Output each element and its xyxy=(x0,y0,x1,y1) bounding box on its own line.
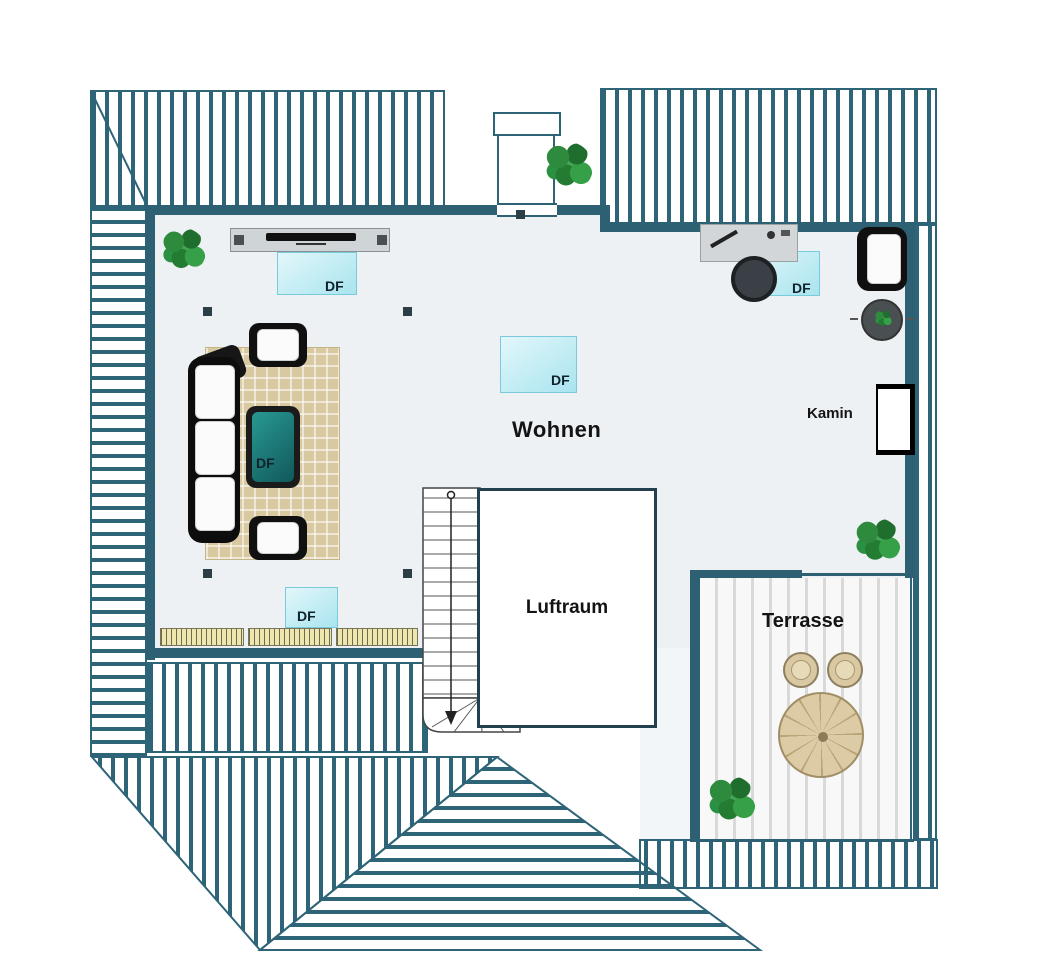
room-label-terrasse: Terrasse xyxy=(762,610,844,632)
terrace-area: Terrasse xyxy=(700,578,912,840)
office-chair xyxy=(731,256,777,302)
roof-plane-bottom xyxy=(257,755,764,951)
armchair-right xyxy=(857,227,907,291)
wall-top-left xyxy=(145,205,497,215)
skylight-label: DF xyxy=(792,280,811,296)
fireplace-label: Kamin xyxy=(807,405,853,422)
post xyxy=(203,569,212,578)
sofa xyxy=(188,357,240,543)
plant-terrace xyxy=(706,776,756,826)
tv-stand xyxy=(296,243,326,245)
roof-area-top-right xyxy=(600,88,937,224)
side-table-round xyxy=(861,299,903,341)
speaker-left xyxy=(234,235,244,245)
skylight-label: DF xyxy=(297,608,316,624)
side-table-tick-right xyxy=(906,318,914,320)
roof-area-top-left xyxy=(90,90,445,207)
post xyxy=(403,569,412,578)
wall-terrace-top xyxy=(690,570,802,580)
desk-gadget-round xyxy=(767,231,775,239)
tv-screen xyxy=(266,233,356,241)
armchair-top xyxy=(249,323,307,367)
side-table-tick-left xyxy=(850,318,858,320)
wall-terrace-left xyxy=(690,570,700,842)
armchair-seat xyxy=(257,522,299,554)
roof-area-bottom-band xyxy=(147,662,428,753)
terrace-parasol-table xyxy=(778,692,864,778)
radiator xyxy=(160,628,244,646)
desk-keyboard xyxy=(710,229,738,249)
radiator xyxy=(336,628,418,646)
skylight-top-left xyxy=(277,252,357,295)
room-label-wohnen: Wohnen xyxy=(512,417,602,442)
sofa-cushion xyxy=(195,421,235,475)
void-luftraum: Luftraum xyxy=(477,488,657,728)
wall-bottom xyxy=(145,648,428,658)
window-top xyxy=(497,203,557,217)
plant-top-dormer xyxy=(543,142,593,192)
roof-band-under-terrace xyxy=(639,839,938,889)
parasol-center xyxy=(818,732,828,742)
post xyxy=(203,307,212,316)
plant-top-left xyxy=(160,228,206,274)
dormer-side-left xyxy=(497,136,499,204)
side-table-plant xyxy=(874,310,892,328)
roof-hip-bottom xyxy=(89,755,938,952)
desk-gadget-square xyxy=(781,230,790,236)
walking-line-arrow xyxy=(445,711,457,725)
post xyxy=(403,307,412,316)
staircase xyxy=(422,487,521,733)
skylight-label: DF xyxy=(256,455,275,471)
dormer-box xyxy=(493,112,561,136)
terrace-chair-seat xyxy=(791,660,811,680)
coffee-table xyxy=(246,406,300,488)
skylight-bottom xyxy=(285,587,338,628)
terrace-chair-left xyxy=(783,652,819,688)
room-label-luftraum: Luftraum xyxy=(525,597,609,618)
sofa-cushion xyxy=(195,365,235,419)
fireplace xyxy=(876,384,915,455)
wall-left xyxy=(145,205,155,660)
terrace-chair-right xyxy=(827,652,863,688)
roof-corner-diagonal xyxy=(90,90,148,207)
skylight-center xyxy=(500,336,577,393)
armchair-bottom xyxy=(249,516,307,560)
coffee-table-glass xyxy=(252,412,294,482)
terrace-edge-top-right xyxy=(802,573,912,576)
wall-top-mid xyxy=(557,205,610,215)
plant-right xyxy=(853,518,901,566)
radiator xyxy=(248,628,332,646)
terrace-edge-bottom xyxy=(698,839,914,842)
terrace-chair-seat xyxy=(835,660,855,680)
walking-line-start xyxy=(446,490,456,500)
wall-step xyxy=(600,205,610,232)
skylight-label: DF xyxy=(325,278,344,294)
post xyxy=(516,210,525,219)
sofa-cushion xyxy=(195,477,235,531)
skylight-label: DF xyxy=(551,372,570,388)
speaker-right xyxy=(377,235,387,245)
armchair-seat xyxy=(867,234,901,284)
tv-sideboard xyxy=(230,228,390,252)
armchair-seat xyxy=(257,329,299,361)
